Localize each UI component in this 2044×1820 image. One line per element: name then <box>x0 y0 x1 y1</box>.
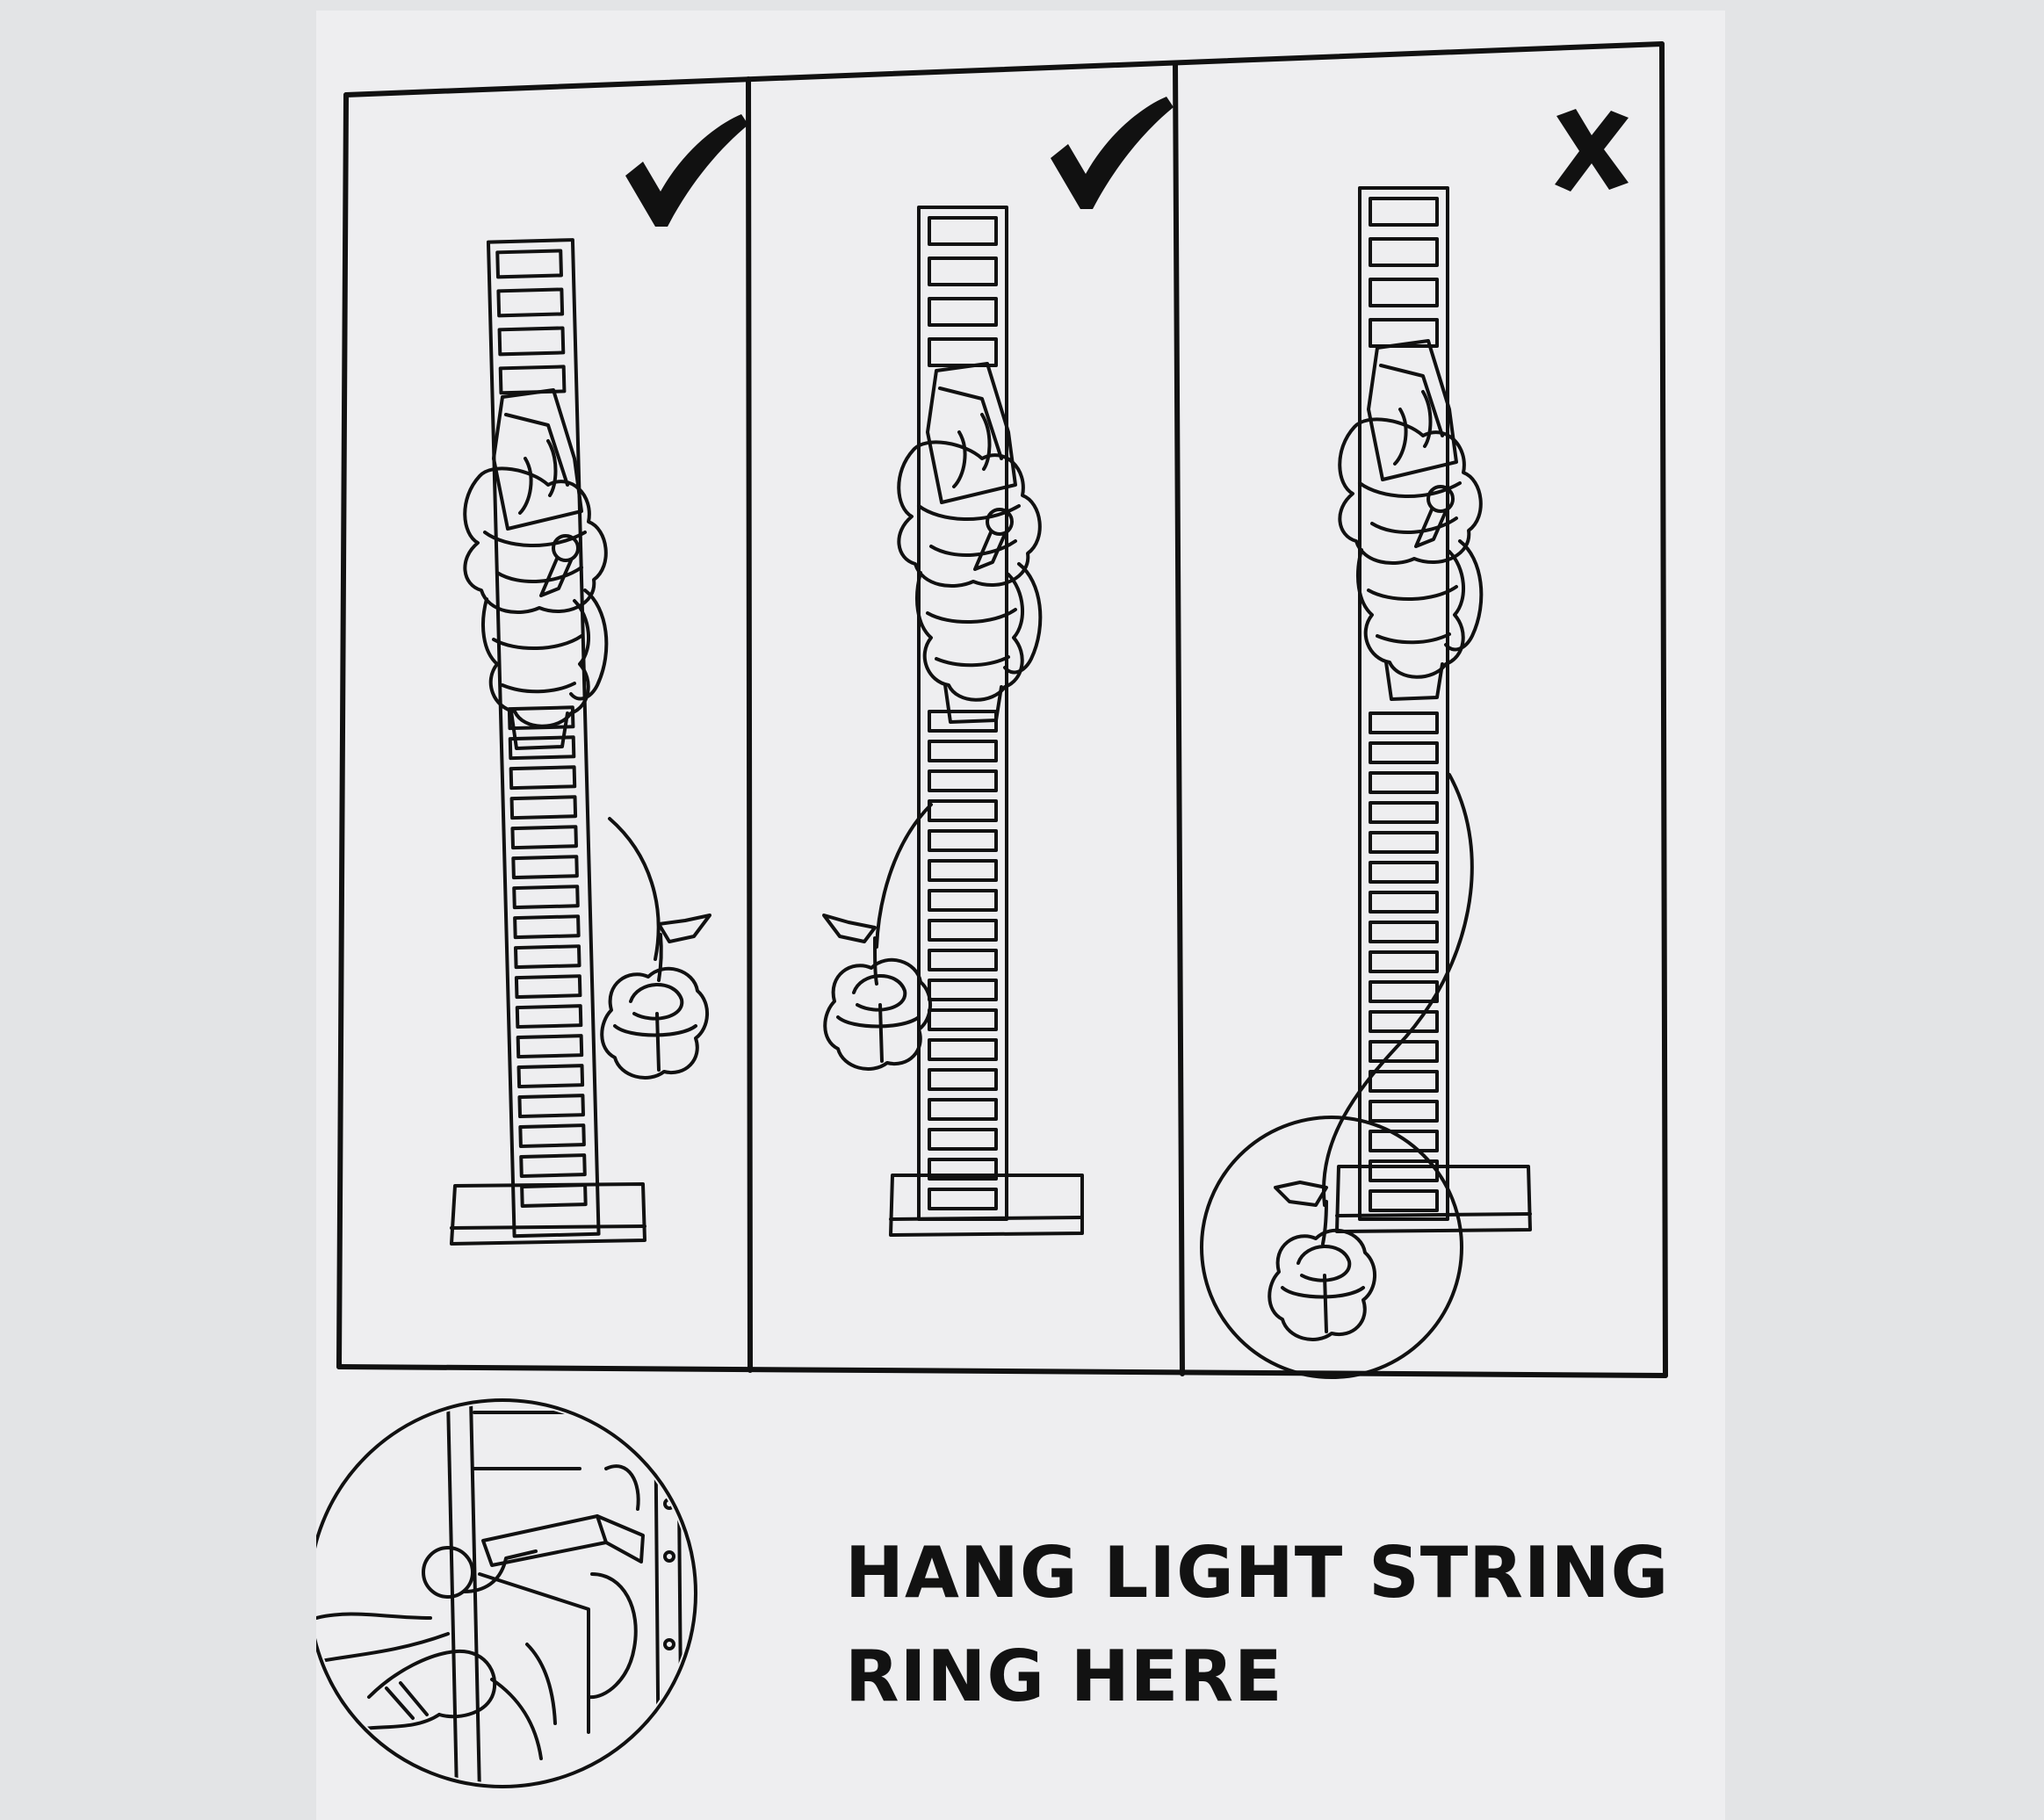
caption-line-1: HANG LIGHT STRING <box>845 1532 1670 1614</box>
instruction-sheet: HANG LIGHT STRING RING HERE <box>316 11 1725 1820</box>
instruction-caption: HANG LIGHT STRING RING HERE <box>845 1521 1669 1729</box>
check-icon <box>1051 97 1174 209</box>
check-icon <box>625 114 748 227</box>
caption-line-2: RING HERE <box>845 1636 1283 1717</box>
ring-detail-inset <box>316 1398 697 1788</box>
rose-light-left <box>600 966 710 1080</box>
light-string-left <box>608 817 711 982</box>
ladder-right <box>1335 186 1532 1233</box>
panel-frames <box>336 41 1668 1378</box>
light-string-middle <box>822 803 933 986</box>
panel-right <box>1200 109 1629 1379</box>
panel-left <box>450 114 748 1246</box>
highlight-circle <box>1200 1116 1463 1379</box>
x-mark-icon <box>1555 109 1629 191</box>
illustration <box>316 41 1668 1788</box>
light-string-right <box>1274 773 1474 1246</box>
rose-light-middle <box>823 957 933 1071</box>
panel-middle <box>822 97 1174 1237</box>
rose-light-right <box>1268 1228 1377 1341</box>
ladder-middle <box>889 206 1084 1237</box>
